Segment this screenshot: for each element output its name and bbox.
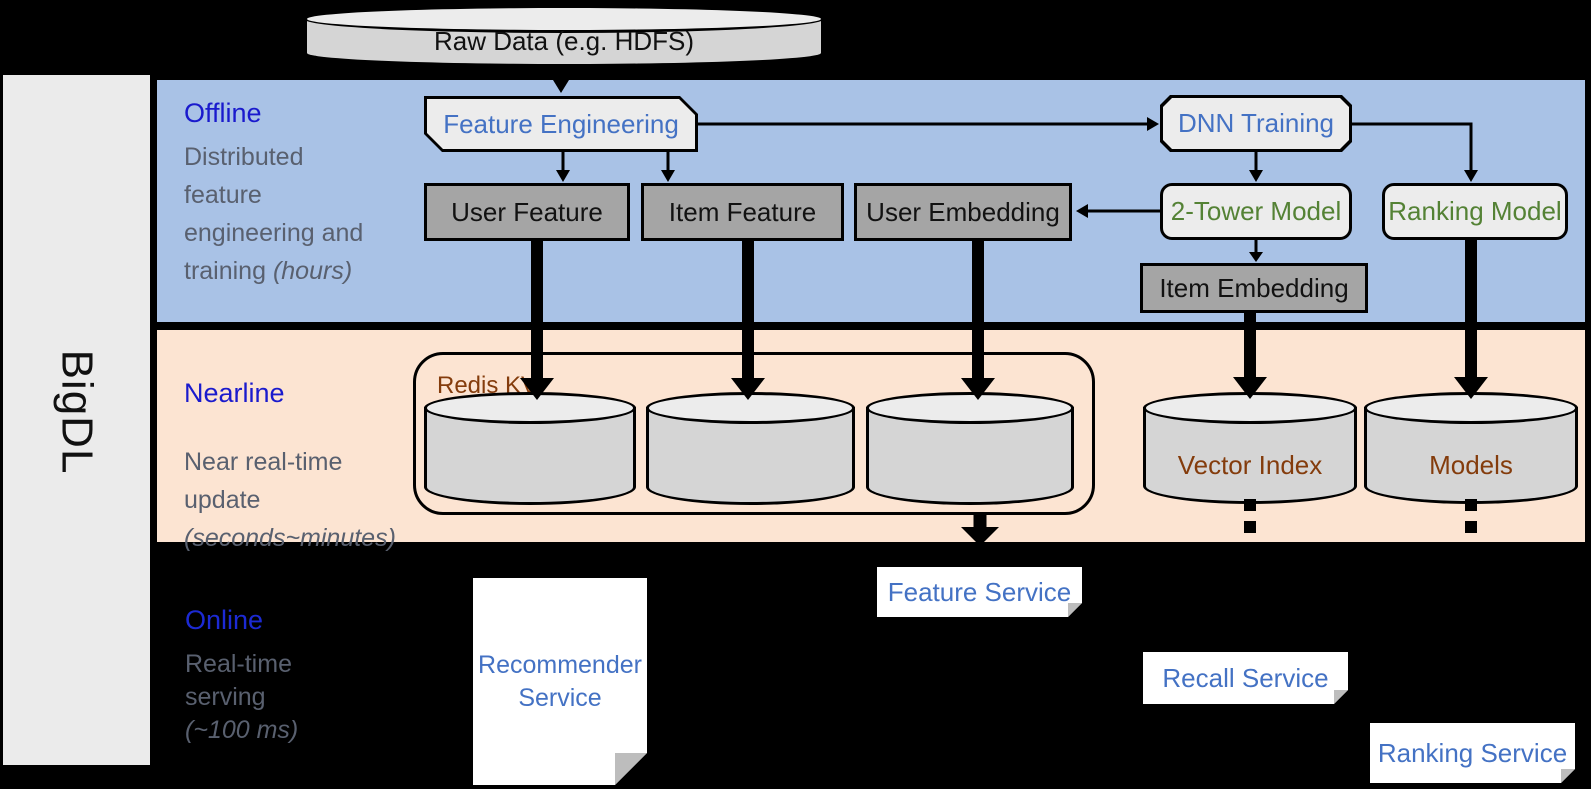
bigdl-brand: BigDL <box>3 337 150 487</box>
recall-service-box: Recall Service <box>1143 652 1348 704</box>
online-title: Online <box>185 605 264 635</box>
two-tower-model-node: 2-Tower Model <box>1160 183 1352 240</box>
redis-cylinder-1 <box>424 392 636 505</box>
bigdl-sidebar: BigDL <box>3 75 150 765</box>
recommender-service-label: Recommender Service <box>478 650 642 712</box>
feature-engineering-node: Feature Engineering <box>424 96 698 152</box>
online-desc-line: (~100 ms) <box>185 716 299 744</box>
nearline-title: Nearline <box>184 378 285 408</box>
user-embedding-label: User Embedding <box>866 196 1060 227</box>
models-label: Models <box>1429 449 1513 480</box>
recall-service-label: Recall Service <box>1162 662 1329 693</box>
offline-desc-line: feature <box>184 181 262 209</box>
node-fill <box>1163 98 1349 149</box>
dnn-training-node: DNN Training <box>1160 95 1352 152</box>
offline-desc-line: engineering and <box>184 219 364 247</box>
offline-desc: Distributed feature engineering and trai… <box>184 138 414 290</box>
ranking-service-box: Ranking Service <box>1370 723 1575 783</box>
item-embedding-node: Item Embedding <box>1140 263 1368 313</box>
folded-corner <box>1068 603 1082 617</box>
folded-corner <box>615 753 647 785</box>
offline-title: Offline <box>184 98 262 128</box>
cylinder-top <box>866 392 1074 424</box>
offline-desc-line: Distributed <box>184 143 304 171</box>
cylinder-top <box>304 5 824 33</box>
ranking-model-label: Ranking Model <box>1388 196 1562 226</box>
raw-data-cylinder: Raw Data (e.g. HDFS) <box>304 5 824 67</box>
dnn-training-label: DNN Training <box>1177 108 1335 138</box>
user-embedding-node: User Embedding <box>854 183 1072 241</box>
models-cylinder: Models <box>1364 392 1578 504</box>
ranking-model-node: Ranking Model <box>1382 183 1568 240</box>
node-fill <box>427 99 695 149</box>
online-desc-line: serving <box>185 683 266 711</box>
feature-engineering-label: Feature Engineering <box>443 108 679 139</box>
user-feature-label: User Feature <box>451 196 603 227</box>
folded-corner <box>1334 690 1348 704</box>
cylinder-top <box>646 392 855 424</box>
nearline-desc-line: (seconds~minutes) <box>184 524 396 552</box>
vector-index-label: Vector Index <box>1177 449 1323 480</box>
online-desc: Real-time serving (~100 ms) <box>185 648 298 747</box>
raw-data-label: Raw Data (e.g. HDFS) <box>433 25 695 56</box>
ranking-service-label: Ranking Service <box>1377 737 1568 768</box>
item-embedding-label: Item Embedding <box>1159 272 1349 303</box>
two-tower-model-label: 2-Tower Model <box>1170 196 1342 226</box>
cylinder-top <box>424 392 636 424</box>
feature-service-box: Feature Service <box>877 567 1082 617</box>
bigdl-brand-label: BigDL <box>52 349 102 475</box>
feature-service-label: Feature Service <box>887 576 1072 607</box>
offline-desc-line: training (hours) <box>184 257 353 285</box>
recommender-service-doc: Recommender Service <box>473 578 647 785</box>
item-feature-label: Item Feature <box>668 196 817 227</box>
redis-cylinder-2 <box>646 392 855 505</box>
nearline-desc-line: Near real-time <box>184 448 343 476</box>
nearline-desc-line: update <box>184 486 261 514</box>
item-feature-node: Item Feature <box>641 183 844 241</box>
online-desc-line: Real-time <box>185 650 292 678</box>
vector-index-cylinder: Vector Index <box>1143 392 1357 504</box>
user-feature-node: User Feature <box>424 183 630 241</box>
folded-corner <box>1561 769 1575 783</box>
cylinder-top <box>1143 392 1357 424</box>
cylinder-top <box>1364 392 1578 424</box>
redis-cylinder-3 <box>866 392 1074 505</box>
nearline-desc: Near real-time update (seconds~minutes) <box>184 443 419 557</box>
